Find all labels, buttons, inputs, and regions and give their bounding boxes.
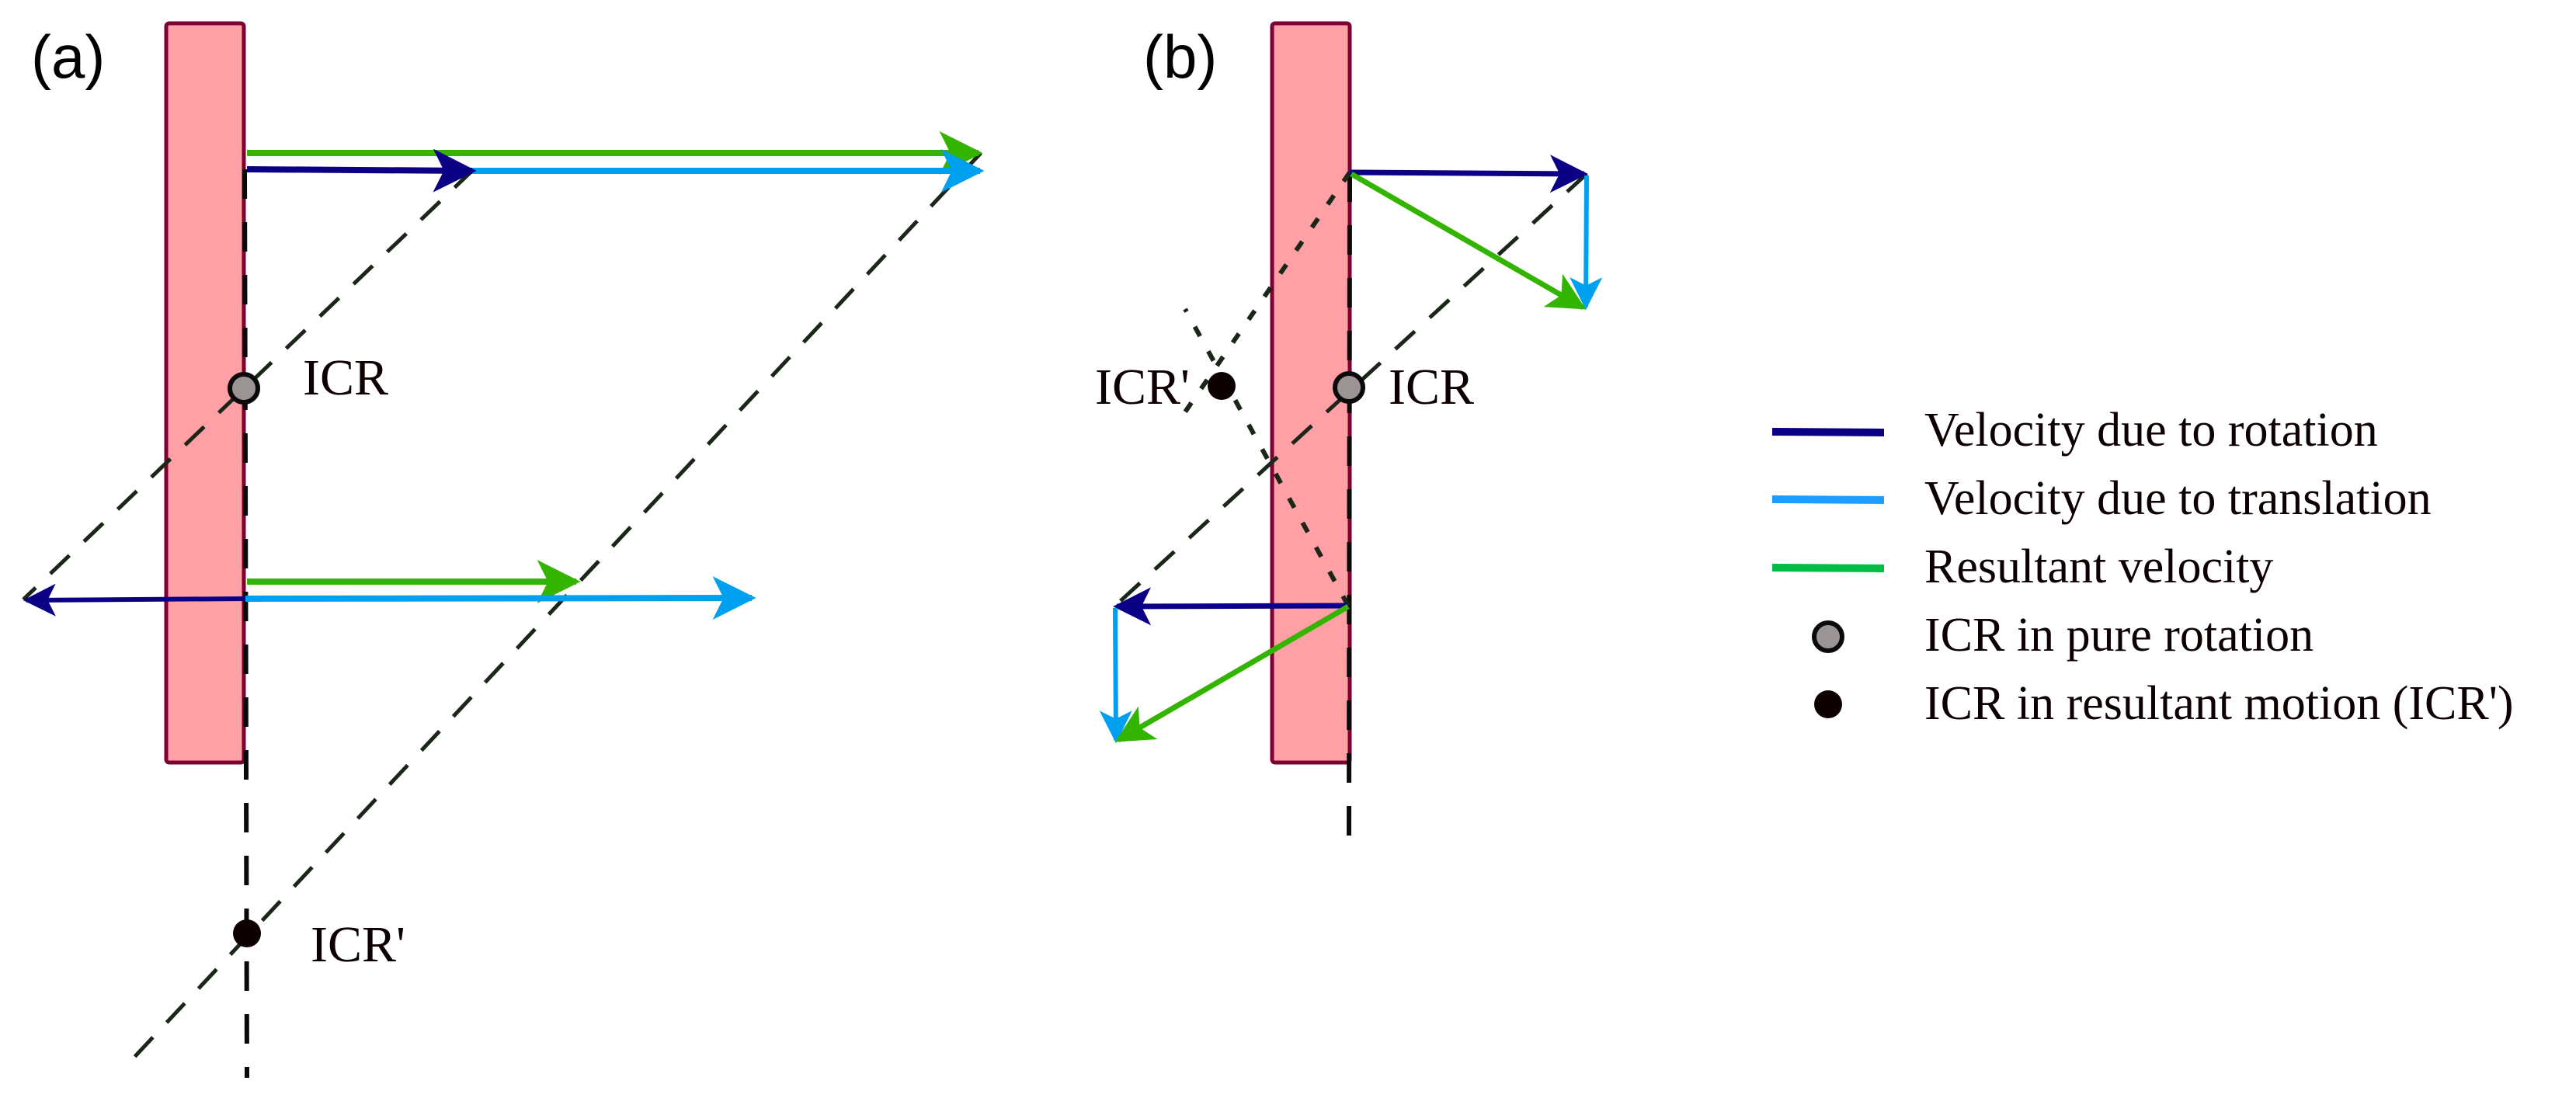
icr-label-a: ICR bbox=[303, 349, 388, 406]
legend-icr-black-icon bbox=[1814, 690, 1842, 718]
resultant-velocity-top-b bbox=[1350, 171, 1587, 311]
panel-b-label: (b) bbox=[1143, 23, 1217, 91]
rotation-profile-line-b bbox=[1113, 172, 1588, 608]
rotation-velocity-top-b bbox=[1349, 155, 1588, 193]
panel-a: (a) ICR ICR' bbox=[22, 21, 985, 1079]
panel-b: (b) ICR ICR' bbox=[1095, 21, 1603, 853]
icr-point-a bbox=[228, 372, 260, 405]
resultant-profile-line-a bbox=[125, 151, 982, 1067]
panel-a-label: (a) bbox=[31, 23, 105, 91]
legend-item-icr-prime: ICR in resultant motion (ICR') bbox=[1814, 677, 2514, 730]
legend-label-translation: Velocity due to translation bbox=[1924, 472, 2432, 525]
legend-swatch-translation bbox=[1771, 495, 1885, 504]
translation-velocity-top-b bbox=[1570, 175, 1603, 311]
legend-label-rotation: Velocity due to rotation bbox=[1924, 404, 2378, 457]
icr-label-b: ICR bbox=[1389, 359, 1474, 415]
icr-prime-label-b: ICR' bbox=[1095, 359, 1190, 415]
resultant-perpendicular-top-b bbox=[1173, 171, 1352, 427]
icr-prime-point-b bbox=[1208, 372, 1236, 400]
rotation-velocity-top-a bbox=[246, 148, 477, 193]
icr-prime-label-a: ICR' bbox=[311, 916, 405, 973]
rotation-velocity-bottom-a bbox=[23, 583, 246, 617]
translation-velocity-bottom-b bbox=[1099, 607, 1132, 744]
resultant-velocity-bottom-b bbox=[1114, 603, 1350, 743]
translation-velocity-bottom-a bbox=[245, 576, 756, 620]
rotation-profile-line-a bbox=[22, 168, 475, 601]
resultant-perpendicular-bottom-b bbox=[1183, 308, 1351, 607]
icr-point-b bbox=[1333, 371, 1365, 404]
legend: Velocity due to rotation Velocity due to… bbox=[1771, 404, 2514, 730]
legend-label-icr-prime: ICR in resultant motion (ICR') bbox=[1924, 677, 2514, 730]
body-axis-dashed-b bbox=[1347, 172, 1352, 853]
icr-prime-point-a bbox=[233, 919, 261, 947]
legend-label-icr: ICR in pure rotation bbox=[1924, 609, 2314, 662]
legend-item-translation: Velocity due to translation bbox=[1771, 472, 2432, 525]
legend-label-resultant: Resultant velocity bbox=[1924, 540, 2273, 593]
legend-item-icr: ICR in pure rotation bbox=[1812, 609, 2314, 662]
legend-swatch-rotation bbox=[1771, 428, 1885, 436]
legend-icr-gray-icon bbox=[1812, 620, 1844, 653]
legend-item-resultant: Resultant velocity bbox=[1771, 540, 2273, 593]
legend-item-rotation: Velocity due to rotation bbox=[1771, 404, 2378, 457]
